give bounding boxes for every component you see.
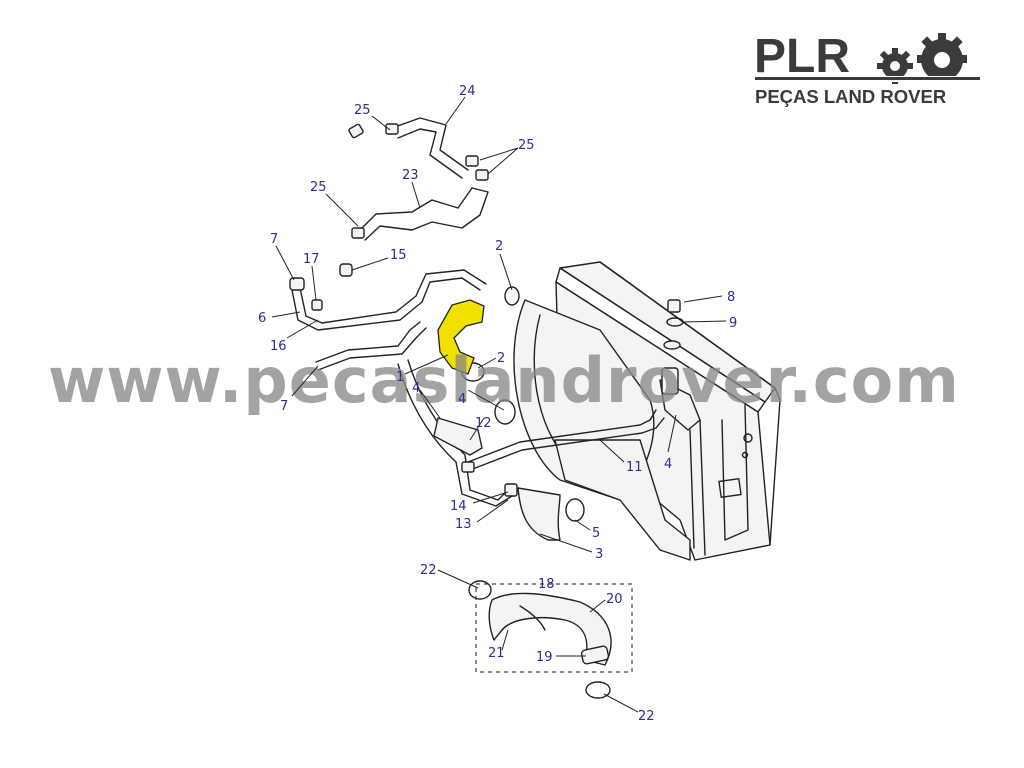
callout-11: 11	[626, 460, 643, 475]
callout-13: 13	[455, 517, 472, 532]
callout-12: 12	[475, 416, 492, 431]
callout-5: 5	[592, 526, 600, 541]
website-watermark: www.pecaslandrover.com	[48, 344, 960, 417]
callout-22: 22	[638, 709, 655, 724]
logo-divider	[755, 77, 980, 80]
callout-1: 1	[396, 370, 404, 385]
logo-brand: PLR	[754, 30, 850, 83]
callout-2: 2	[495, 239, 503, 254]
callout-7: 7	[270, 232, 278, 247]
bottom-hose-group	[468, 580, 633, 699]
radiator-assembly	[513, 261, 781, 561]
callout-9: 9	[729, 316, 737, 331]
callout-3: 3	[595, 547, 603, 562]
hose-lines	[289, 117, 665, 541]
plr-logo: PLR PEÇAS LAND ROVER	[754, 30, 980, 107]
callout-23: 23	[402, 168, 419, 183]
callout-16: 16	[270, 339, 287, 354]
leader-lines	[271, 96, 727, 713]
callout-18: 18	[538, 577, 555, 592]
callout-24: 24	[459, 84, 476, 99]
callout-17: 17	[303, 252, 320, 267]
callout-25: 25	[518, 138, 535, 153]
callout-22: 22	[420, 563, 437, 578]
callout-labels: 25 24 25 23 25 7 17 15 2 6 16 7 1 4 4 2 …	[258, 84, 737, 724]
highlighted-hose-part-1	[437, 299, 485, 375]
callout-6: 6	[258, 311, 266, 326]
callout-21: 21	[488, 646, 505, 661]
callout-7: 7	[280, 399, 288, 414]
callout-8: 8	[727, 290, 735, 305]
callout-14: 14	[450, 499, 467, 514]
logo-tagline: PEÇAS LAND ROVER	[755, 86, 946, 107]
callout-4: 4	[664, 457, 672, 472]
callout-2: 2	[497, 351, 505, 366]
callout-25: 25	[354, 103, 371, 118]
callout-4: 4	[458, 392, 466, 407]
callout-20: 20	[606, 592, 623, 607]
callout-4: 4	[412, 381, 420, 396]
callout-15: 15	[390, 248, 407, 263]
gears-icon	[877, 33, 980, 84]
callout-19: 19	[536, 650, 553, 665]
callout-25: 25	[310, 180, 327, 195]
